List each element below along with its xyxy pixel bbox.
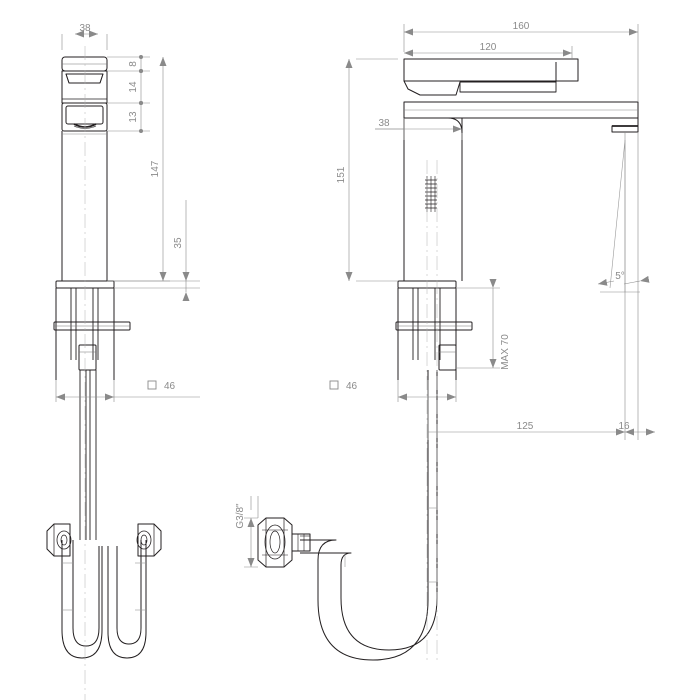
square-symbol-right	[329, 380, 339, 390]
supply-hose-right	[300, 370, 438, 661]
mounting-washer-right	[395, 321, 473, 331]
mounting-shank-right	[412, 288, 441, 360]
inlet-connector-fitting	[257, 517, 311, 568]
mounting-shank	[70, 288, 99, 360]
dim-label-38-right: 38	[378, 118, 390, 129]
dim-label-35: 35	[173, 237, 184, 249]
dim-label-8: 8	[128, 61, 139, 67]
dim-label-14: 14	[128, 81, 139, 93]
dim-label-151: 151	[336, 166, 347, 183]
dim-label-16: 16	[618, 421, 630, 432]
dim-label-147: 147	[150, 160, 161, 177]
right-view-dimensions	[244, 24, 655, 660]
flexible-hose-right	[107, 540, 147, 659]
hose-hex-nut-right	[136, 523, 162, 557]
dim-label-max-70: MAX 70	[500, 334, 511, 370]
lever-handle	[61, 70, 108, 104]
dim-label-38-left: 38	[79, 23, 91, 34]
left-view-dimensions	[55, 30, 200, 700]
right-view-group	[257, 58, 639, 661]
dim-label-13: 13	[128, 111, 139, 123]
square-symbol-left	[147, 380, 157, 390]
hose-stems-left	[79, 370, 97, 540]
spout-aerator	[611, 118, 639, 133]
fixing-nut	[78, 344, 97, 371]
dim-label-46-right: 46	[346, 381, 358, 392]
mounting-washer	[53, 321, 131, 331]
dim-label-46-left: 46	[164, 381, 176, 392]
lever-arm	[403, 58, 579, 96]
fixing-nut-right	[438, 344, 457, 371]
dim-label-120: 120	[480, 42, 497, 53]
faucet-body-column	[61, 131, 108, 281]
flexible-hose-left	[61, 540, 103, 659]
dim-label-g38-thread: G3/8"	[235, 503, 246, 529]
dim-label-5-degrees: 5°	[615, 271, 625, 282]
left-view-dimension-labels: 38 8 14 13 147 35 46	[79, 23, 184, 392]
dim-label-125: 125	[517, 421, 534, 432]
right-view-dimension-labels: 160 120 151 38 MAX 70 125 16 5° 46 G3/8"	[235, 21, 630, 529]
hose-hex-nut-left	[46, 523, 72, 557]
dim-label-160: 160	[513, 21, 530, 32]
